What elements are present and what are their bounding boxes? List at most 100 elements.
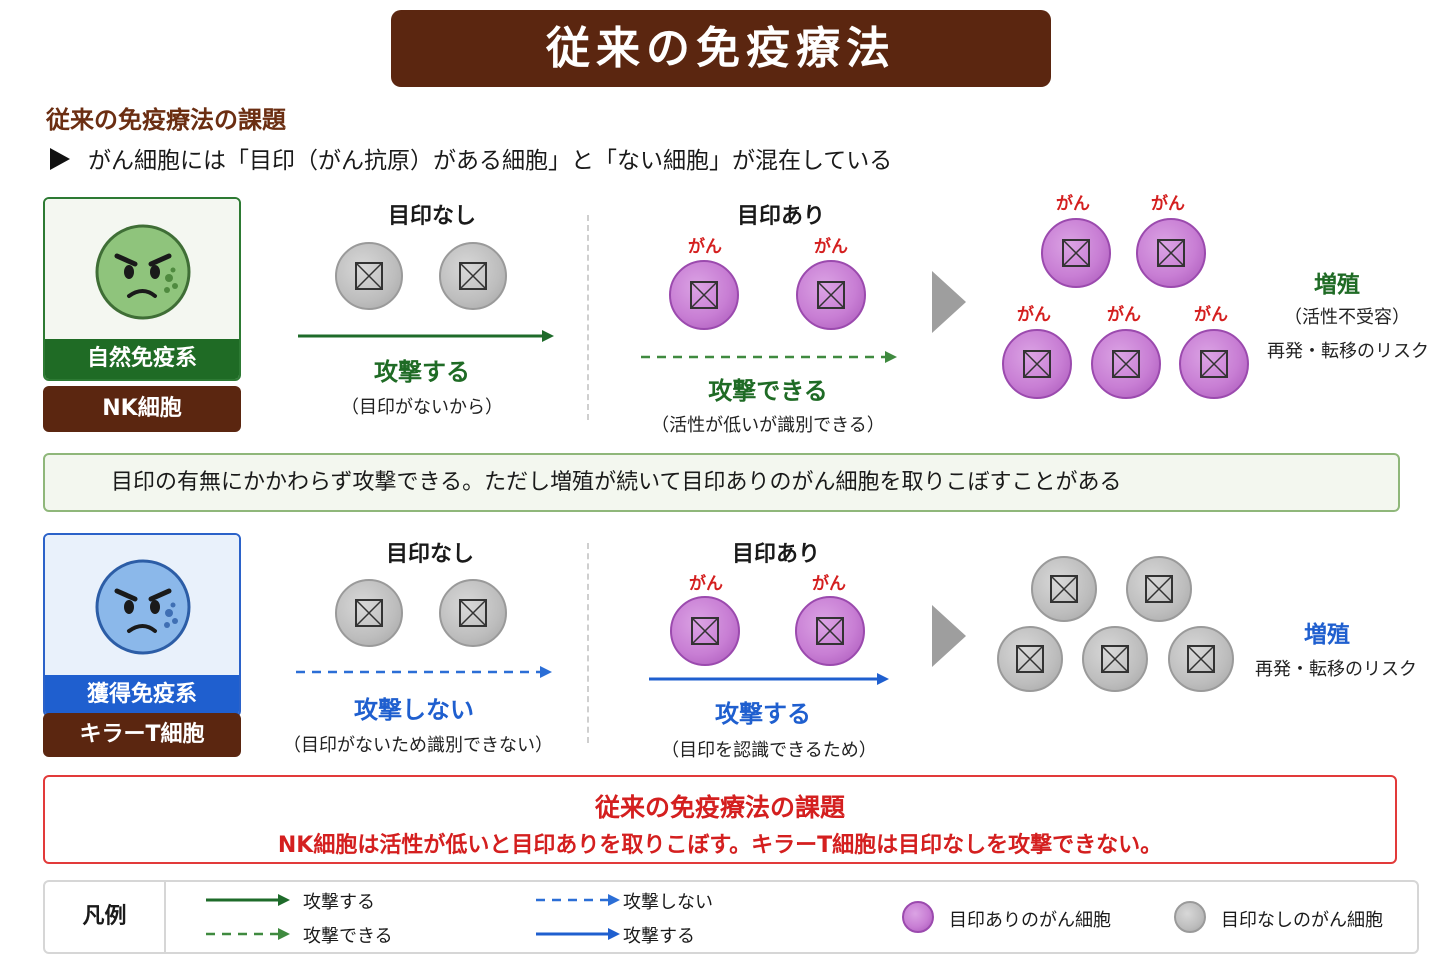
legend-label: 攻撃する bbox=[623, 926, 695, 947]
tcell-result-title: 増殖 bbox=[1304, 622, 1350, 648]
problem-text: NK細胞は活性が低いと目印ありを取りこぼす。キラーT細胞は目印なしを攻撃できない… bbox=[277, 833, 1163, 858]
marked-cancer-cell bbox=[1179, 329, 1249, 399]
cell-nucleus-icon bbox=[459, 599, 487, 627]
nk-system-label: 自然免疫系 bbox=[45, 339, 239, 379]
next-step-arrow-icon bbox=[932, 605, 966, 667]
legend-label: 攻撃できる bbox=[303, 926, 393, 947]
section-subtitle: 従来の免疫療法の課題 bbox=[46, 106, 286, 134]
legend-solid-blue-arrow bbox=[536, 928, 620, 940]
tcell-with-mark-heading: 目印あり bbox=[731, 542, 820, 567]
nk-summary-box: 目印の有無にかかわらず攻撃できる。ただし増殖が続いて目印ありのがん細胞を取りこぼ… bbox=[43, 453, 1400, 512]
cell-nucleus-icon bbox=[691, 617, 719, 645]
tcell-system-label: 獲得免疫系 bbox=[45, 675, 239, 715]
cell-nucleus-icon bbox=[1016, 645, 1044, 673]
unmarked-cancer-cell bbox=[1082, 626, 1148, 692]
legend-title: 凡例 bbox=[45, 882, 166, 952]
solid-green-arrow bbox=[298, 330, 554, 342]
unmarked-cancer-cell bbox=[1126, 556, 1192, 622]
angry-face-icon bbox=[95, 559, 191, 655]
problem-box: 従来の免疫療法の課題 NK細胞は活性が低いと目印ありを取りこぼす。キラーT細胞は… bbox=[43, 775, 1397, 864]
cell-nucleus-icon bbox=[1145, 575, 1173, 603]
problem-title: 従来の免疫療法の課題 bbox=[594, 793, 845, 822]
legend-unmarked-cell-swatch bbox=[1174, 901, 1206, 933]
nk-result-sub: （活性不受容） bbox=[1284, 307, 1410, 328]
tcell-result-risk: 再発・転移のリスク bbox=[1255, 659, 1417, 680]
unmarked-cancer-cell bbox=[1168, 626, 1234, 692]
unmarked-cancer-cell bbox=[997, 626, 1063, 692]
column-divider bbox=[587, 215, 589, 420]
unmarked-cancer-cell bbox=[439, 242, 507, 310]
dashed-blue-arrow bbox=[296, 666, 552, 678]
marked-cancer-cell bbox=[1091, 329, 1161, 399]
marked-cancer-cell bbox=[1002, 329, 1072, 399]
cell-nucleus-icon bbox=[459, 262, 487, 290]
cell-nucleus-icon bbox=[690, 281, 718, 309]
nk-face-panel bbox=[45, 199, 239, 339]
marked-cancer-cell bbox=[1041, 218, 1111, 288]
cell-nucleus-icon bbox=[816, 617, 844, 645]
intro-text: がん細胞には「目印（がん抗原）がある細胞」と「ない細胞」が混在している bbox=[88, 148, 893, 174]
solid-blue-arrow bbox=[649, 673, 889, 685]
angry-face-icon bbox=[95, 224, 191, 320]
nk-result-title: 増殖 bbox=[1314, 272, 1360, 298]
gan-label: がん bbox=[1056, 194, 1090, 214]
gan-label: がん bbox=[1194, 305, 1228, 325]
cell-nucleus-icon bbox=[1023, 350, 1051, 378]
gan-label: がん bbox=[689, 574, 723, 594]
legend: 凡例 攻撃する 攻撃できる 攻撃しない 攻撃する 目印ありのがん細胞 目印なしの… bbox=[43, 880, 1419, 954]
unmarked-cancer-cell bbox=[335, 579, 403, 647]
legend-label: 攻撃しない bbox=[623, 892, 713, 913]
marked-cancer-cell bbox=[796, 260, 866, 330]
gan-label: がん bbox=[814, 237, 848, 257]
column-divider bbox=[587, 543, 589, 743]
cell-nucleus-icon bbox=[1101, 645, 1129, 673]
page-title: 従来の免疫療法 bbox=[391, 10, 1051, 87]
gan-label: がん bbox=[688, 237, 722, 257]
legend-marked-cell-label: 目印ありのがん細胞 bbox=[949, 910, 1111, 931]
cell-nucleus-icon bbox=[1187, 645, 1215, 673]
tcell-card: 獲得免疫系 bbox=[43, 533, 241, 717]
nk-with-mark-heading: 目印あり bbox=[736, 204, 825, 229]
gan-label: がん bbox=[812, 574, 846, 594]
nk-with-mark-note: （活性が低いが識別できる） bbox=[651, 415, 885, 436]
cell-nucleus-icon bbox=[355, 599, 383, 627]
cell-nucleus-icon bbox=[817, 281, 845, 309]
tcell-no-mark-note: （目印がないため識別できない） bbox=[283, 735, 553, 756]
marked-cancer-cell bbox=[1136, 218, 1206, 288]
dashed-green-arrow bbox=[641, 351, 897, 363]
legend-solid-green-arrow bbox=[206, 894, 290, 906]
cell-nucleus-icon bbox=[1112, 350, 1140, 378]
nk-cell-label: NK細胞 bbox=[43, 386, 241, 432]
cell-nucleus-icon bbox=[355, 262, 383, 290]
intro-line: がん細胞には「目印（がん抗原）がある細胞」と「ない細胞」が混在している bbox=[50, 141, 892, 175]
tcell-face-panel bbox=[45, 535, 239, 675]
legend-label: 攻撃する bbox=[303, 892, 375, 913]
nk-no-mark-note: （目印がないから） bbox=[341, 397, 503, 418]
cell-nucleus-icon bbox=[1200, 350, 1228, 378]
nk-result-risk: 再発・転移のリスク bbox=[1267, 341, 1429, 362]
marked-cancer-cell bbox=[669, 260, 739, 330]
gan-label: がん bbox=[1107, 305, 1141, 325]
tcell-no-mark-action: 攻撃しない bbox=[354, 696, 474, 724]
legend-marked-cell-swatch bbox=[902, 901, 934, 933]
tcell-with-mark-note: （目印を認識できるため） bbox=[661, 740, 877, 761]
gan-label: がん bbox=[1017, 305, 1051, 325]
bullet-triangle-icon bbox=[50, 148, 70, 170]
legend-unmarked-cell-label: 目印なしのがん細胞 bbox=[1221, 910, 1383, 931]
marked-cancer-cell bbox=[670, 596, 740, 666]
cell-nucleus-icon bbox=[1050, 575, 1078, 603]
legend-dashed-green-arrow bbox=[206, 928, 290, 940]
unmarked-cancer-cell bbox=[1031, 556, 1097, 622]
tcell-no-mark-heading: 目印なし bbox=[385, 542, 474, 567]
cell-nucleus-icon bbox=[1157, 239, 1185, 267]
nk-no-mark-heading: 目印なし bbox=[387, 204, 476, 229]
marked-cancer-cell bbox=[795, 596, 865, 666]
nk-no-mark-action: 攻撃する bbox=[374, 358, 470, 386]
tcell-cell-label: キラーT細胞 bbox=[43, 713, 241, 757]
legend-dashed-blue-arrow bbox=[536, 894, 620, 906]
unmarked-cancer-cell bbox=[335, 242, 403, 310]
tcell-with-mark-action: 攻撃する bbox=[715, 700, 811, 728]
gan-label: がん bbox=[1151, 194, 1185, 214]
unmarked-cancer-cell bbox=[439, 579, 507, 647]
next-step-arrow-icon bbox=[932, 271, 966, 333]
